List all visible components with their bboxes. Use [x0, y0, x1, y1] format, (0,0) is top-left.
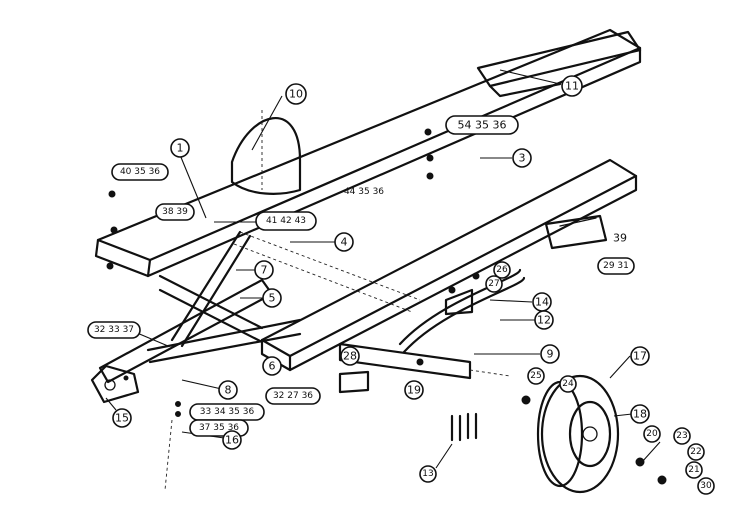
callout-label: 30: [700, 481, 712, 491]
callout-c9: 44 35 36: [344, 187, 384, 197]
callout-c5: 3: [512, 148, 532, 168]
callout-label: 23: [676, 431, 687, 441]
callout-label: 33 34 35 36: [200, 407, 255, 417]
callout-label: 5: [269, 292, 276, 305]
callout-c2: 10: [285, 83, 307, 105]
callout-label: 38 39: [162, 207, 188, 217]
callout-c21: 28: [340, 346, 360, 366]
axle: [338, 342, 511, 380]
callout-label: 24: [562, 379, 574, 389]
rail-extension: [476, 30, 642, 98]
callout-label: 4: [341, 236, 348, 249]
callout-label: 10: [289, 88, 303, 101]
callout-label: 40 35 36: [120, 167, 160, 177]
callout-label: 8: [225, 384, 232, 397]
callout-label: 12: [537, 314, 551, 327]
callout-c18: 12: [534, 310, 554, 330]
callout-c8: 41 42 43: [255, 211, 317, 231]
callout-c14: 29 31: [597, 257, 635, 275]
leaf-spring: [398, 268, 526, 354]
callout-c29: 15: [112, 408, 132, 428]
callout-c10: 4: [334, 232, 354, 252]
callout-c6: 40 35 36: [111, 163, 169, 181]
callout-c4: 54 35 36: [445, 115, 519, 135]
leader-lines: [105, 69, 661, 469]
callout-c3: 11: [561, 75, 583, 97]
bracket-39: [544, 214, 608, 250]
callout-label: 3: [519, 152, 526, 165]
callout-c19: 32 33 37: [87, 321, 141, 339]
tongue-bracket: [338, 370, 370, 394]
callout-label: 26: [496, 265, 508, 275]
callout-c38: 13: [419, 465, 437, 483]
callout-label: 1: [177, 142, 184, 155]
callout-label: 6: [269, 360, 276, 373]
callout-c1: 1: [170, 138, 190, 158]
callout-label: 22: [690, 447, 701, 457]
callout-c22: 9: [540, 344, 560, 364]
callout-c33: 18: [630, 404, 650, 424]
callout-label: 44 35 36: [344, 187, 384, 197]
callout-c27: 24: [559, 375, 577, 393]
callout-label: 29 31: [603, 261, 629, 271]
callout-c7: 38 39: [155, 203, 195, 221]
callout-label: 17: [633, 350, 647, 363]
callout-c28: 17: [630, 346, 650, 366]
callout-label: 11: [565, 80, 579, 93]
safety-chain: [164, 419, 173, 491]
callout-c35: 23: [673, 427, 691, 445]
callout-label: 32 33 37: [94, 325, 134, 335]
callout-label: 18: [633, 408, 647, 421]
callout-c26: 25: [527, 367, 545, 385]
hardware: [106, 128, 667, 485]
callout-c16: 27: [485, 275, 503, 293]
callout-c39: 30: [697, 477, 715, 495]
callout-c25: 19: [404, 380, 424, 400]
callout-label: 27: [488, 279, 499, 289]
callout-label: 13: [422, 469, 433, 479]
callout-label: 15: [115, 412, 129, 425]
callout-c17: 14: [532, 292, 552, 312]
callout-c30: 33 34 35 36: [189, 403, 265, 421]
callout-c20: 6: [262, 356, 282, 376]
callout-label: 16: [225, 434, 239, 447]
callout-label: 54 35 36: [458, 119, 507, 132]
callout-label: 9: [547, 348, 554, 361]
fender: [230, 110, 302, 195]
callout-c37: 21: [685, 461, 703, 479]
callout-label: 14: [535, 296, 549, 309]
hitch-coupler: [90, 364, 140, 404]
spring-hanger: [444, 288, 474, 316]
callout-label: 25: [530, 371, 541, 381]
callout-label: 37 35 36: [199, 423, 239, 433]
cross-member: [233, 231, 421, 313]
callout-label: 20: [646, 429, 658, 439]
callout-c32: 16: [222, 430, 242, 450]
callout-label: 21: [688, 465, 699, 475]
callout-c23: 8: [218, 380, 238, 400]
callout-c36: 22: [687, 443, 705, 461]
callout-c24: 32 27 36: [265, 387, 321, 405]
callout-label: 39: [613, 232, 627, 245]
callout-c34: 20: [643, 425, 661, 443]
callout-label: 41 42 43: [266, 216, 306, 226]
callout-label: 7: [261, 264, 268, 277]
tongue-a-frame: [98, 230, 302, 384]
callout-label: 32 27 36: [273, 391, 313, 401]
callout-c13: 39: [613, 232, 627, 245]
callout-c12: 5: [262, 288, 282, 308]
callout-c11: 7: [254, 260, 274, 280]
u-bolts: [450, 412, 478, 442]
callout-c15: 26: [493, 261, 511, 279]
callout-label: 28: [343, 350, 357, 363]
wheel-tire: [536, 374, 620, 494]
callout-label: 19: [407, 384, 421, 397]
right-frame-rail: [260, 158, 638, 372]
